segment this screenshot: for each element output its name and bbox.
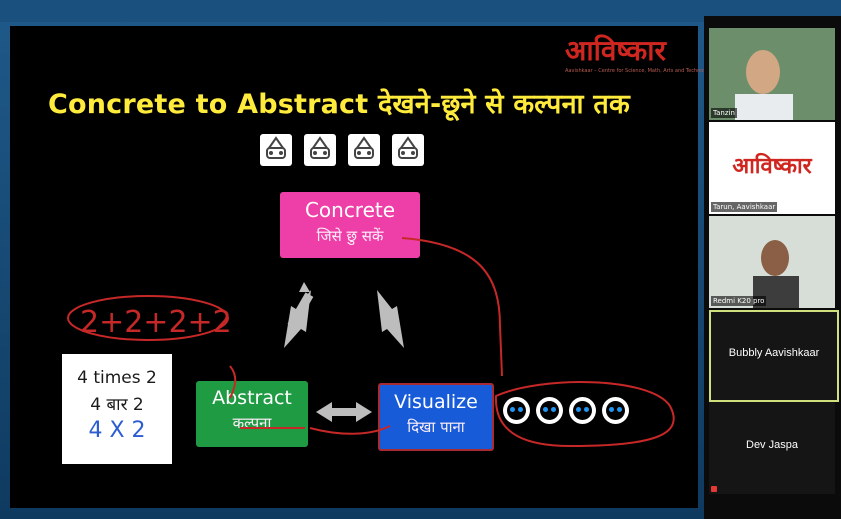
participant-tile[interactable]: Bubbly Aavishkaar (709, 310, 839, 402)
participants-sidebar: Tanzin आविष्कार Tarun, Aavishkaar Redmi … (704, 16, 841, 519)
aavishkaar-logo: आविष्कार Aavishkaar – Centre for Science… (565, 34, 714, 90)
avatar (709, 28, 835, 120)
bead-bag-icon (304, 134, 336, 166)
participant-logo: आविष्कार (732, 153, 812, 179)
concrete-box: Concrete जिसे छु सकें (280, 192, 420, 258)
dot-pair-icon (536, 397, 563, 424)
participant-name: Tanzin (711, 108, 737, 118)
arrow-right-diagonal (377, 290, 404, 348)
dot-pair-icon (569, 397, 596, 424)
bead-bag-icon (260, 134, 292, 166)
math-line-1: 4 times 2 (77, 368, 157, 388)
math-line-3: 4 X 2 (88, 418, 146, 443)
avatar (709, 216, 835, 308)
concrete-hindi: जिसे छु सकें (316, 227, 384, 245)
dot-pair-icon (503, 397, 530, 424)
logo-text: आविष्कार (565, 34, 666, 67)
participant-name: Tarun, Aavishkaar (711, 202, 778, 212)
window-top-strip (0, 0, 841, 22)
visualize-hindi: दिखा पाना (407, 418, 465, 436)
visualize-label: Visualize (394, 391, 478, 413)
diagram-arrows-and-annotations: 2+2+2+2 (67, 237, 675, 448)
participant-name: Redmi K20 pro (711, 296, 767, 306)
math-line-2: 4 बार 2 (90, 395, 144, 415)
red-annotations (67, 237, 675, 448)
arrow-left-diagonal (284, 290, 311, 348)
bead-icons-row (260, 134, 424, 166)
participant-name: Bubbly Aavishkaar (728, 347, 820, 360)
visualize-box: Visualize दिखा पाना (378, 383, 494, 451)
bead-bag-icon (392, 134, 424, 166)
math-card: 4 times 2 4 बार 2 4 X 2 (62, 354, 172, 464)
participant-tile[interactable]: Redmi K20 pro (709, 216, 835, 308)
shared-screen-stage: आविष्कार Aavishkaar – Centre for Science… (10, 26, 714, 508)
muted-mic-icon (711, 486, 717, 492)
slide-title: Concrete to Abstract देखने-छूने से कल्पन… (48, 89, 630, 120)
logo-tagline: Aavishkaar – Centre for Science, Math, A… (565, 68, 714, 74)
bead-bag-icon (348, 134, 380, 166)
participant-tile[interactable]: Tanzin (709, 28, 835, 120)
dot-pair-icon (602, 397, 629, 424)
participant-name: Dev Jaspa (746, 438, 798, 451)
arrow-horizontal (316, 402, 372, 422)
participant-tile[interactable]: आविष्कार Tarun, Aavishkaar (709, 122, 835, 214)
visual-dots-row (503, 397, 629, 424)
concrete-label: Concrete (304, 198, 396, 222)
participant-tile[interactable]: Dev Jaspa (709, 402, 835, 494)
sum-annotation: 2+2+2+2 (80, 305, 232, 340)
